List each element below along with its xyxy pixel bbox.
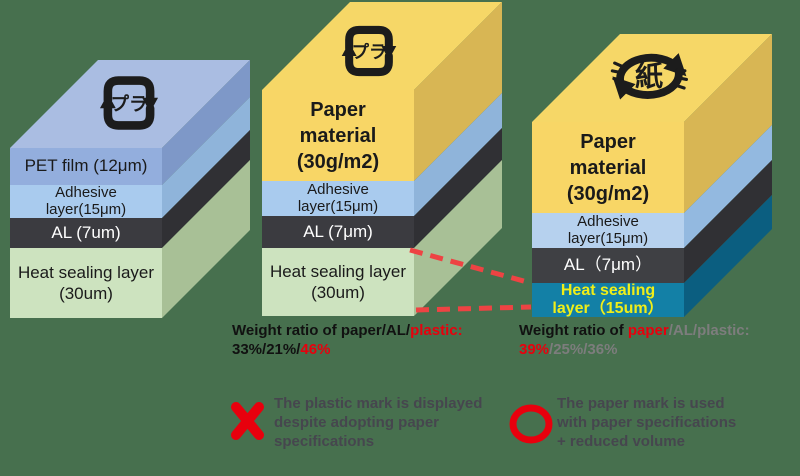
stack1-layer-heat [10, 248, 162, 318]
plastic-recycling-mark-icon: プラ [341, 25, 397, 77]
stack2-side-adhesive [414, 93, 502, 216]
stack2-side-paper [414, 2, 502, 181]
heat-layer-reduction-dashed-lines [409, 247, 532, 313]
stack2-side-heat [414, 160, 502, 316]
stack1-al-label: AL (7um) [51, 222, 121, 242]
stack2-paper-label: Paper material (30g/m2) [296, 98, 380, 173]
stack1-side-heat [162, 160, 250, 318]
stack2-top-face [262, 2, 502, 90]
note-plastic-mark: The plastic mark is displayed despite ad… [274, 395, 483, 450]
stack1-adhesive-label: Adhesive layer(15μm) [45, 184, 127, 218]
plastic-recycling-mark-icon: プラ [99, 76, 159, 130]
note-paper-mark: The paper mark is used with paper specif… [557, 395, 737, 450]
stack1-pet-label: PET film (12μm) [24, 156, 148, 176]
stack-paper-laminate: プラ [262, 2, 502, 316]
stack3-adhesive-label: Adhesive layer(15μm) [567, 213, 649, 247]
stack2-layer-al [262, 216, 414, 248]
stack2-adhesive-label: Adhesive layer(15μm) [297, 181, 379, 215]
stack3-layer-al [532, 248, 684, 283]
stack1-layer-al [10, 218, 162, 248]
stack2-heat-label: Heat sealing layer (30um) [269, 261, 407, 302]
stack-paper-laminate-reduced: 紙 [532, 34, 772, 317]
stack2-side-al [414, 128, 502, 248]
weight-ratio-middle: Weight ratio of paper/AL/plastic: 33%/21… [232, 322, 463, 358]
stack3-side-heat [684, 195, 772, 317]
stack1-side-al [162, 130, 250, 248]
stack1-side-adhesive [162, 97, 250, 218]
plastic-mark-glyph: プラ [352, 42, 387, 62]
stack1-layer-adhesive [10, 185, 162, 218]
stack3-paper-label: Paper material (30g/m2) [566, 130, 650, 205]
stack3-side-al [684, 160, 772, 283]
stack3-top-face [532, 34, 772, 122]
stack1-top-face [10, 60, 250, 148]
stack2-layer-heat [262, 248, 414, 316]
stack3-layer-paper [532, 122, 684, 213]
stack3-layer-adhesive [532, 213, 684, 248]
stack-pet-laminate: プラ [10, 60, 250, 318]
weight-ratio-right: Weight ratio of paper/AL/plastic: 39%/25… [519, 322, 750, 358]
plastic-mark-glyph: プラ [111, 93, 148, 114]
stack3-side-paper [684, 34, 772, 213]
stack2-layer-paper [262, 90, 414, 181]
stack2-layer-adhesive [262, 181, 414, 216]
stack1-layer-pet [10, 148, 162, 185]
stack3-heat-label: Heat sealing layer（15um） [552, 282, 664, 317]
stack1-heat-label: Heat sealing layer (30um) [17, 262, 155, 303]
stack3-side-adhesive [684, 125, 772, 248]
stack3-al-label: AL（7μm） [563, 255, 653, 275]
stack2-al-label: AL (7μm) [303, 221, 373, 241]
o-mark-icon [509, 404, 553, 444]
x-mark-icon [231, 402, 264, 440]
paper-mark-glyph: 紙 [635, 60, 663, 92]
paper-recycling-mark-icon: 紙 [610, 53, 688, 100]
stack3-layer-heat [532, 283, 684, 317]
stack1-side-pet [162, 60, 250, 185]
